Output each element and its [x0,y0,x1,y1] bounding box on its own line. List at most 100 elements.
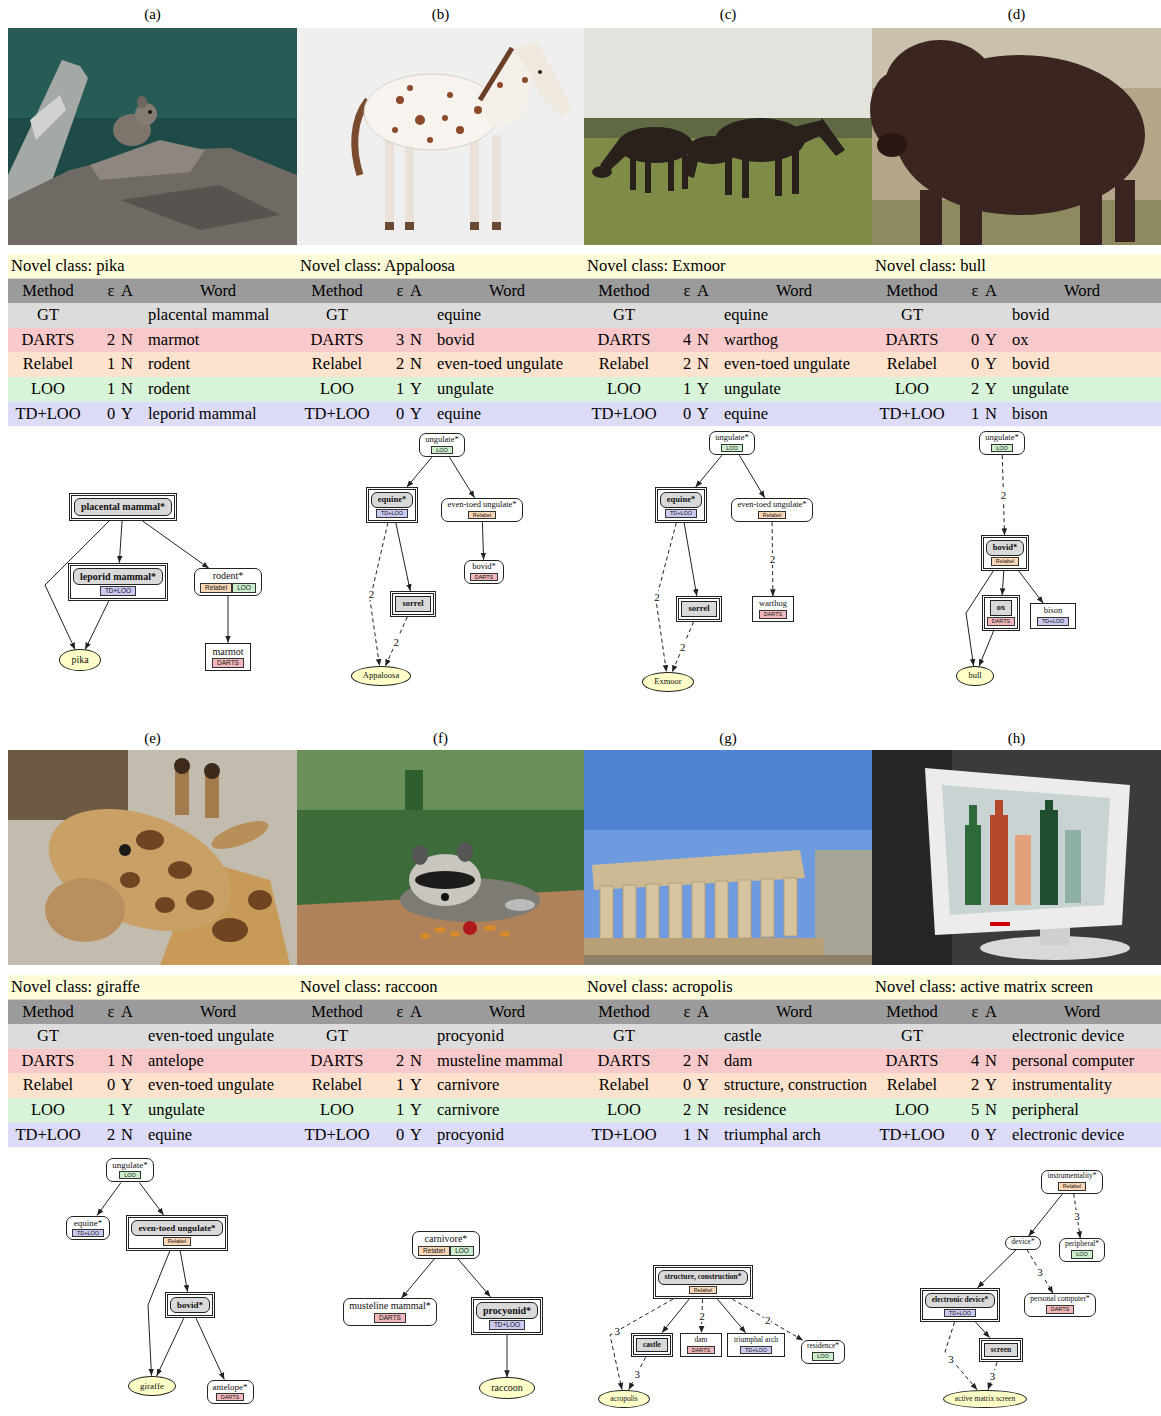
table-cell: N [697,352,709,377]
panel-letter: (b) [432,4,450,24]
table-cell: DARTS [597,1049,650,1074]
spot [168,861,192,879]
concept-box: even-toed ungulate*Relabel [731,498,812,522]
table-cell: 0 [396,1123,404,1148]
table-cell: 2 [683,1098,691,1123]
connector [196,1318,224,1379]
table-cell: ε [108,1000,115,1025]
node-label: device* [1011,1238,1034,1247]
photo-raccoon [297,750,584,965]
concept-box: residence*LOO [801,1340,845,1363]
table-cell: equine [148,1123,192,1148]
spot [522,77,528,83]
spot [415,115,425,125]
method-tag: Relabel [689,1286,718,1295]
table-cell: bovid [437,328,475,353]
table-cell: ε [397,279,404,304]
panel-letter: (g) [719,728,737,748]
node-label: personal computer* [1030,1295,1089,1304]
band-darts [8,328,1161,353]
tag-row: DARTS [216,1393,245,1402]
ancestor-box: structure, construction*Relabel [653,1265,754,1299]
node-label: LOO [455,1247,469,1255]
bull-muzzle [877,133,907,157]
method-tag: Relabel [418,1246,450,1256]
table-cell: DARTS [885,1049,938,1074]
giraffe-muzzle [45,878,125,942]
bull-leg [920,190,942,245]
spot [248,890,272,910]
table-cell: TD+LOO [591,1123,656,1148]
method-tag: TD+LOO [740,1346,772,1355]
band-tdloo [8,402,1161,427]
bottle [990,815,1008,905]
table-cell: 0 [683,1073,691,1098]
pony-head [816,118,845,156]
giraffe-head [32,786,248,954]
connector [684,523,697,596]
method-tag: Relabel [1058,1182,1087,1191]
column [600,886,613,944]
table-cell: ε [972,1000,979,1025]
table-bands-top [8,254,1161,426]
table-cell: Y [985,377,997,402]
table-cell: LOO [895,377,929,402]
table-cell: TD+LOO [591,402,656,427]
connector [119,521,122,563]
table-cell: 2 [396,352,404,377]
table-cell: 3 [396,328,404,353]
pika-eye [148,110,152,114]
food-bit [484,925,496,931]
bird-feeder [405,770,423,810]
bull-leg [1080,190,1102,245]
edge-label: 2 [653,591,661,603]
node-label: equine* [660,492,702,508]
concept-box: ungulate*LOO [709,431,755,455]
table-cell: 0 [971,1123,979,1148]
rock [120,185,280,230]
band-novel [8,975,1161,1000]
concept-box: ungulate*LOO [106,1158,154,1183]
photo-giraffe [8,750,297,965]
table-cell: DARTS [21,1049,74,1074]
table-cell: Method [886,1000,937,1025]
table-cell: Relabel [23,352,73,377]
concept-box: rodent*RelabelLOO [194,568,262,595]
pika-head [135,103,157,125]
horse-leg [492,135,501,230]
table-cell: 0 [396,402,404,427]
food-bit [420,933,430,939]
horse-hoof [385,222,394,230]
table-cell: Relabel [599,1073,649,1098]
table-cell: carnivore [437,1073,499,1098]
photo-bg [872,28,1161,245]
concept-box: ungulate*LOO [419,433,465,457]
table-cell: ungulate [148,1098,205,1123]
tag-row: Relabel [163,1237,192,1246]
horse-hoof [405,222,414,230]
spot [447,92,453,98]
table-cell: leporid mammal [148,402,257,427]
node-label: placental mammal* [74,498,172,516]
node-label: ungulate* [112,1160,148,1170]
tag-row: TD+LOO [740,1346,772,1355]
edge-label: 2 [368,588,376,600]
raccoon-nose [441,893,449,901]
node-label: electronic device* [925,1293,996,1308]
novel-class-ellipse: Exmoor [642,672,693,692]
table-cell: GT [326,303,348,328]
table-cell: electronic device [1012,1024,1124,1049]
pony-body [617,127,693,163]
tag-row: TD+LOO [100,586,136,596]
connector [396,523,411,591]
tag-row: DARTS [987,617,1016,626]
node-label: peripheral* [1065,1240,1099,1249]
ossicone-tip [174,758,190,774]
panel-letter: (d) [1008,4,1026,24]
table-cell: bison [1012,402,1048,427]
concept-box: ungulate*LOO [979,431,1025,455]
node-label: TD+LOO [1042,618,1064,625]
connector [672,622,693,672]
table-cell: rodent [148,352,190,377]
